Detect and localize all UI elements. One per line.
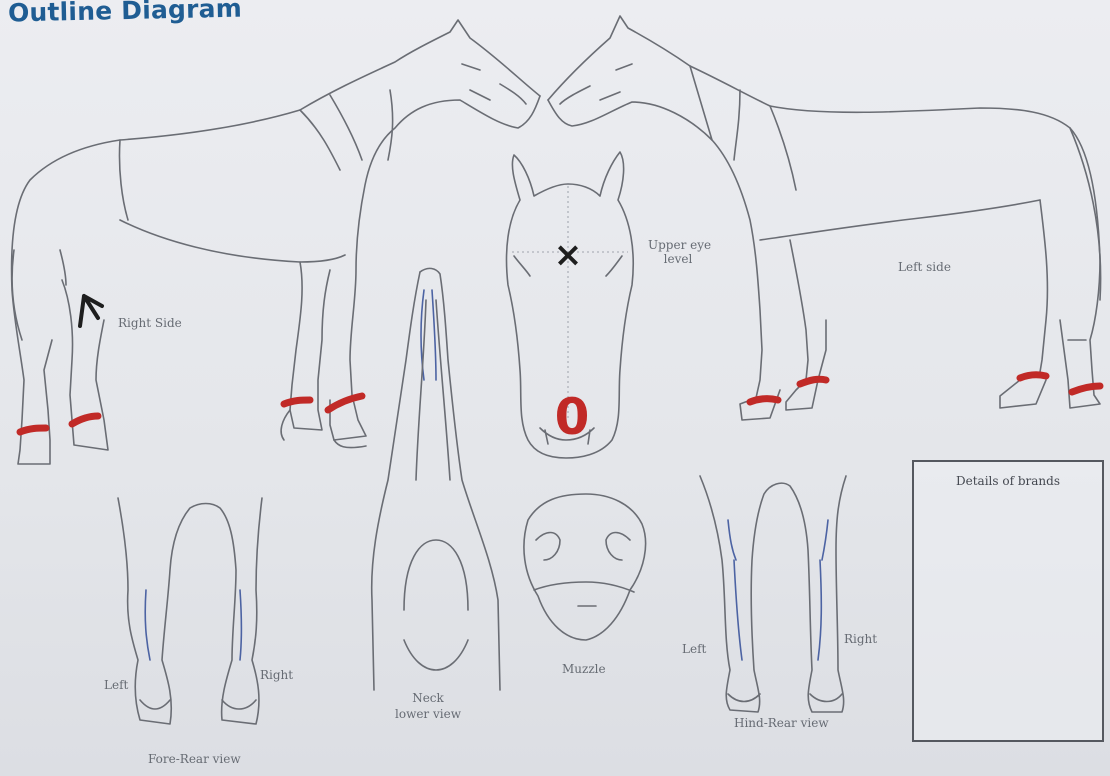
hind-rear-view-label: Hind-Rear view (734, 716, 829, 730)
muzzle-label: Muzzle (562, 662, 606, 676)
muzzle-outline (524, 494, 646, 640)
upper-eye-level-line2: level (648, 252, 708, 266)
neck-label-line2: lower view (388, 706, 468, 722)
muzzle-red-mark: 0 (555, 388, 590, 446)
right-side-label: Right Side (118, 316, 182, 330)
fore-rear-view-label: Fore-Rear view (148, 752, 241, 766)
hind-rear-view-outline (700, 476, 846, 712)
band-right-fore-left (284, 400, 310, 404)
whorl-arrow-mark (80, 296, 102, 326)
upper-eye-level-line1: Upper eye (648, 238, 708, 252)
fore-left-label: Left (104, 678, 128, 692)
neck-lower-view-outline (372, 268, 500, 690)
band-right-hind-left (20, 428, 46, 432)
face-x-mark: × (554, 235, 583, 275)
neck-label: Neck lower view (388, 690, 468, 722)
hind-left-label: Left (682, 642, 706, 656)
neck-label-line1: Neck (388, 690, 468, 706)
band-left-fore-left (750, 399, 778, 402)
band-right-fore-right (328, 396, 362, 410)
brands-details-box[interactable]: Details of brands (912, 460, 1104, 742)
band-left-fore-right (800, 379, 826, 384)
left-side-horse-outline (548, 16, 1101, 420)
hind-right-label: Right (844, 632, 877, 646)
fore-right-label: Right (260, 668, 293, 682)
right-side-horse-outline (12, 20, 540, 464)
brands-box-title: Details of brands (914, 474, 1102, 488)
fore-rear-view-outline (118, 498, 262, 724)
band-left-hind-left (1020, 375, 1046, 378)
band-left-hind-right (1072, 386, 1100, 392)
left-side-label: Left side (898, 260, 951, 274)
band-right-hind-right (72, 416, 98, 424)
upper-eye-level-label: Upper eye level (648, 238, 708, 266)
